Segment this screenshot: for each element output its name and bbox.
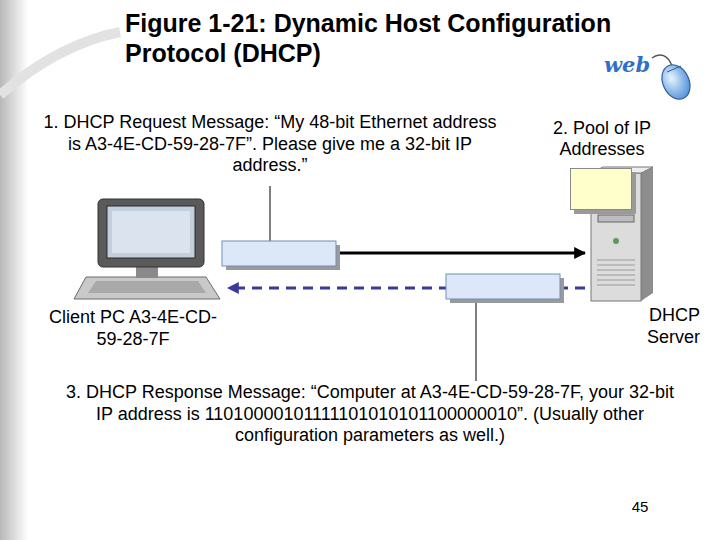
slide-title: Figure 1-21: Dynamic Host Configuration … — [125, 8, 685, 68]
callout-text: 1. DHCP Request Message: “My 48-bit Ethe… — [40, 112, 500, 177]
request-message-box — [222, 241, 336, 266]
computer-illustration — [38, 195, 228, 305]
response-message-box — [446, 274, 560, 299]
web-logo — [652, 55, 695, 104]
address-pool: 2. Pool of IP Addresses — [570, 168, 632, 210]
slide-edge — [0, 0, 28, 540]
message-shadow — [450, 278, 564, 303]
node-label: 2. Pool of IP Addresses — [547, 118, 657, 161]
slide-swoosh — [0, 32, 120, 95]
callout-text: 3. DHCP Response Message: “Computer at A… — [60, 382, 680, 447]
node-label: Client PC A3-4E-CD-59-28-7F — [38, 307, 228, 350]
logo-text: web — [604, 52, 660, 77]
leader-line — [270, 186, 271, 241]
node-label: DHCP Server — [628, 305, 700, 348]
message-shadow — [226, 245, 340, 270]
slide-number: 45 — [620, 498, 660, 516]
response-arrow — [228, 287, 585, 290]
leader-line — [476, 300, 477, 381]
client-pc: Client PC A3-4E-CD-59-28-7F — [38, 195, 228, 360]
request-arrow — [228, 252, 585, 255]
